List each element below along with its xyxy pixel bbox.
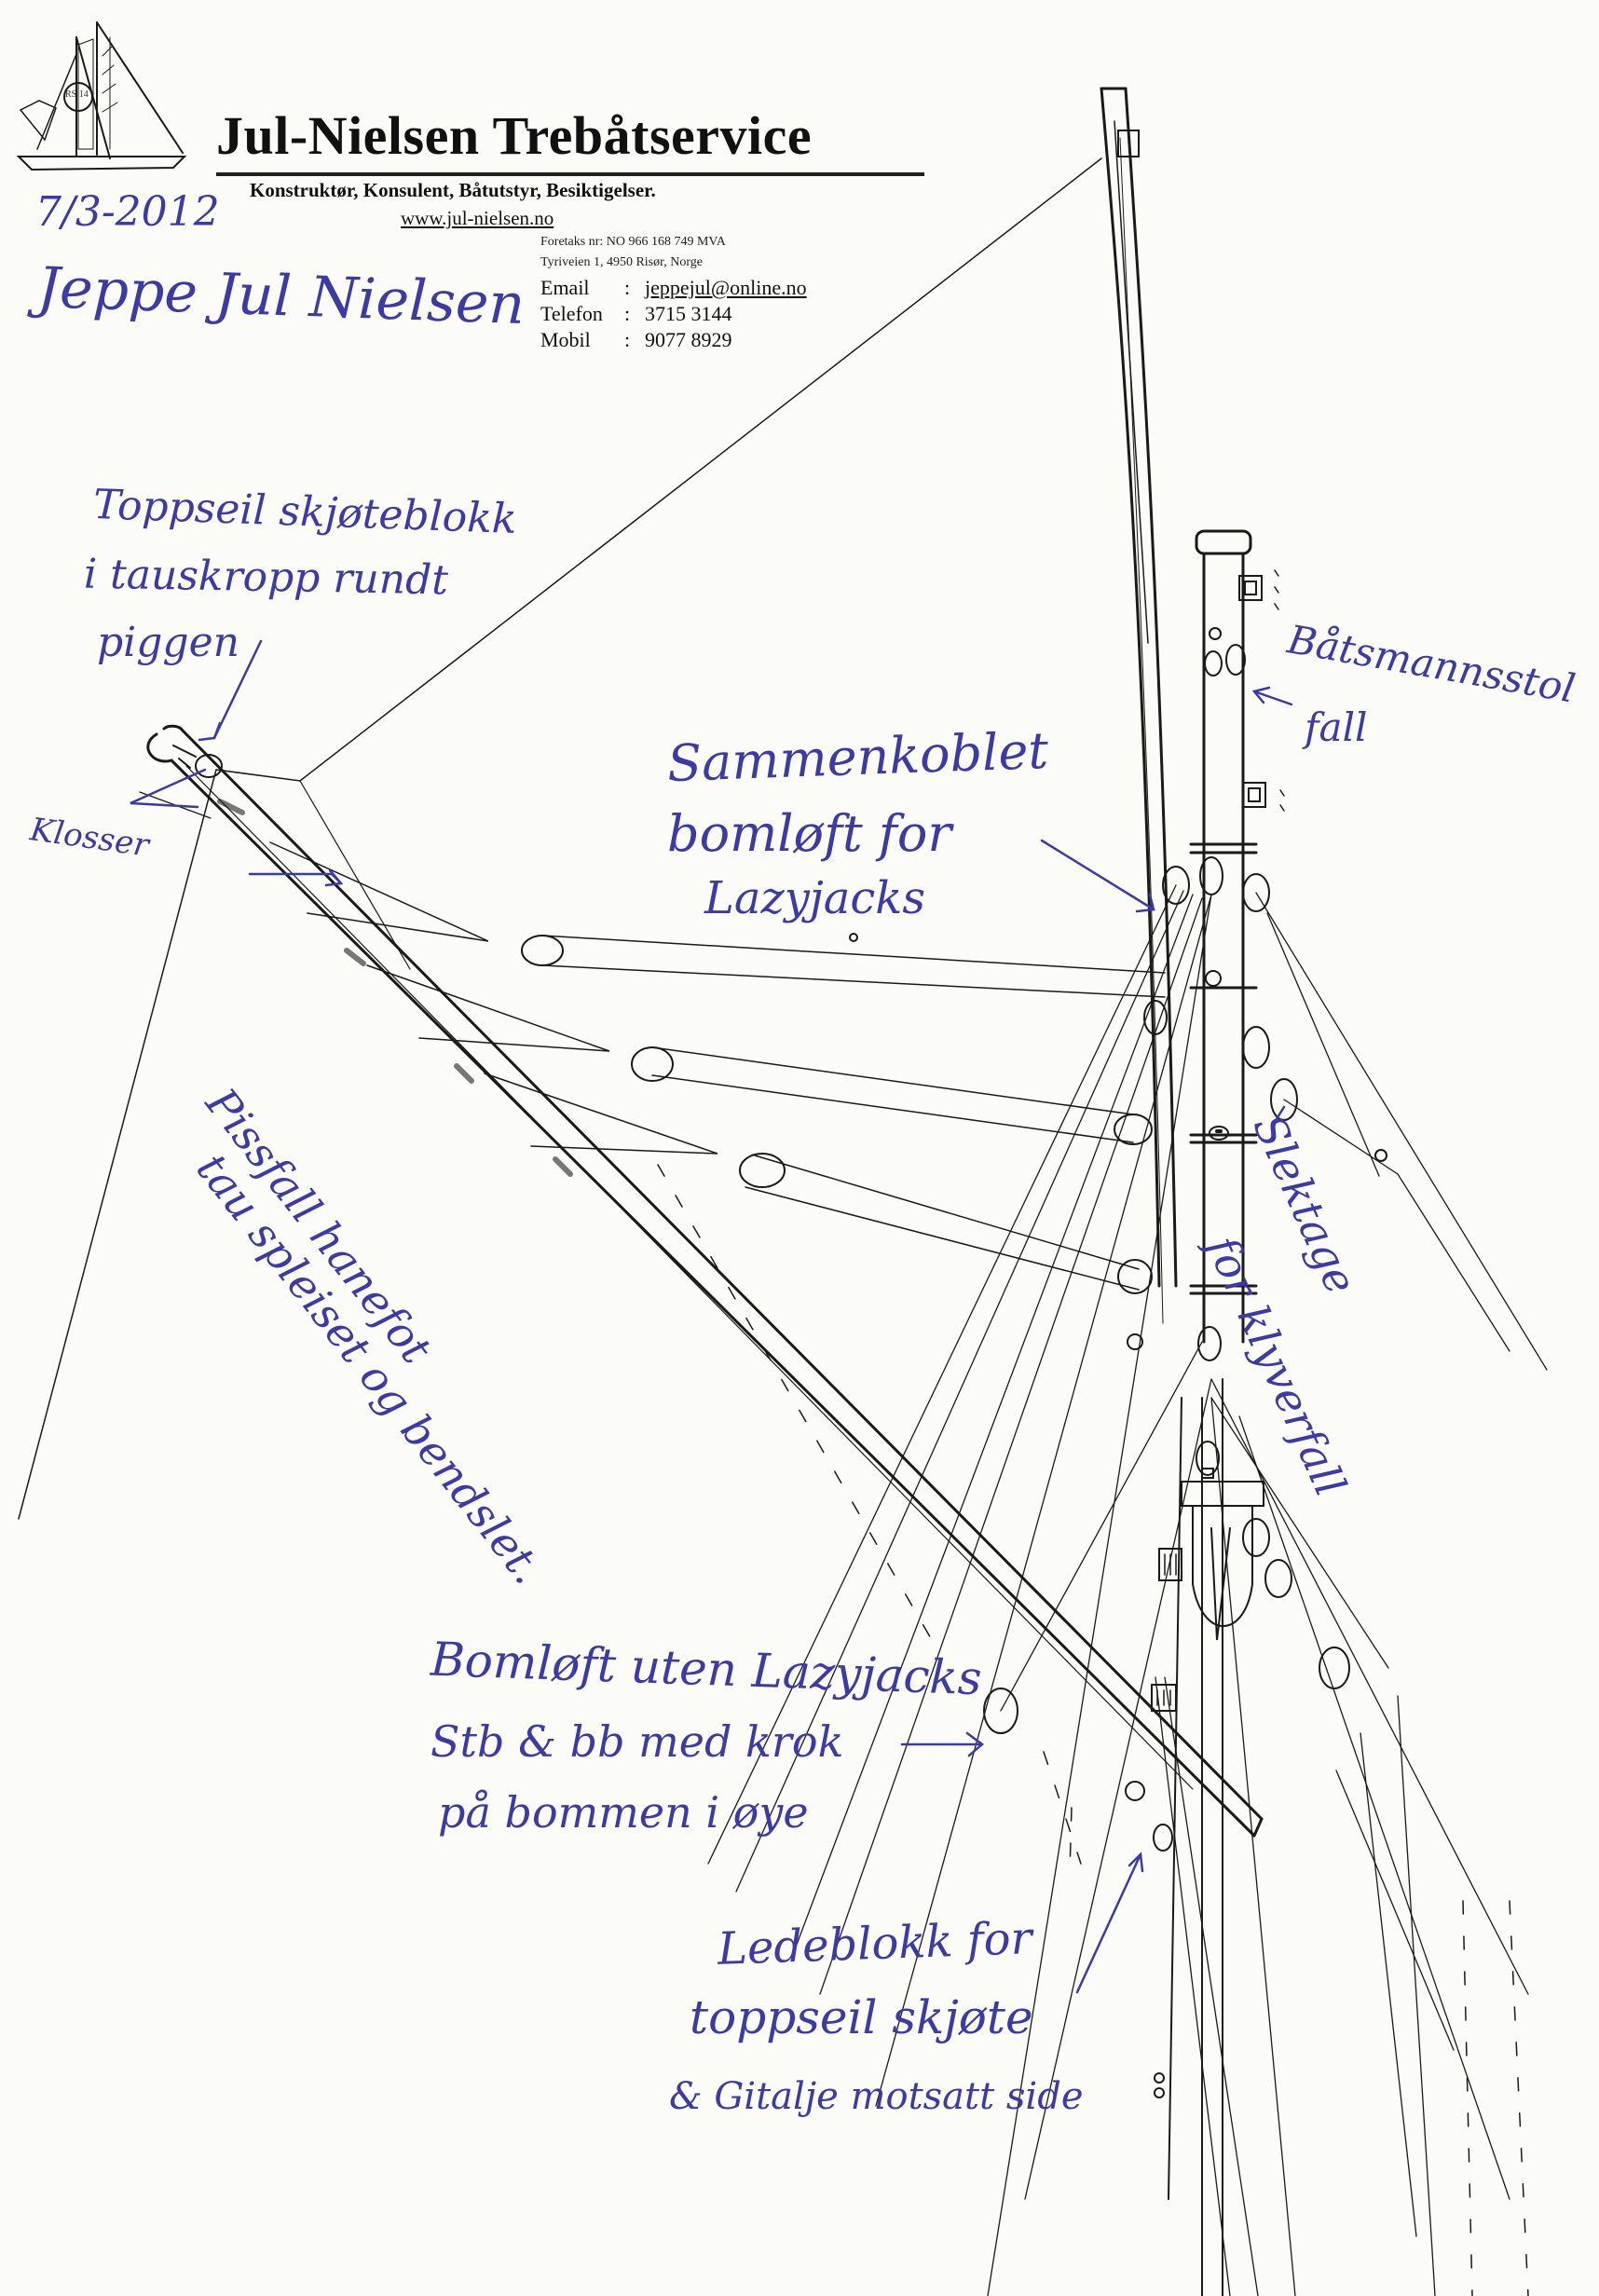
- note-topsail-line3: piggen: [97, 619, 239, 666]
- gaff-spar: [146, 724, 1264, 1838]
- logo-sail-number: RS 14: [65, 89, 89, 100]
- note-sammenkoblet-line1: Sammenkoblet: [666, 720, 1050, 794]
- handwritten-signature: Jeppe Jul Nielsen: [35, 254, 526, 338]
- company-name: Jul-Nielsen Trebåtservice: [216, 105, 813, 166]
- logo-sailboat-icon: [16, 21, 187, 171]
- handwritten-date: 7/3-2012: [35, 188, 220, 236]
- main-mast: [1151, 529, 1285, 2296]
- website-link[interactable]: www.jul-nielsen.no: [401, 207, 554, 229]
- note-bomloft-line3: på bommen i øye: [438, 1787, 809, 1838]
- shrouds-and-lines: [707, 884, 1548, 2296]
- email-link[interactable]: jeppejul@online.no: [645, 276, 807, 299]
- contact-mobile: Mobil:9077 8929: [540, 328, 732, 351]
- note-ledeblokk-line3: & Gitalje motsatt side: [669, 2075, 1084, 2118]
- contact-phone: Telefon:3715 3144: [540, 302, 732, 325]
- title-rule: [216, 172, 924, 176]
- note-sammenkoblet-line2: bomløft for: [667, 804, 952, 863]
- rigging-blocks: [849, 856, 1387, 2098]
- company-subtitle: Konstruktør, Konsulent, Båtutstyr, Besik…: [250, 179, 656, 201]
- note-batsmann-line2: fall: [1305, 704, 1368, 750]
- lazyjack-battens: [269, 841, 1166, 1294]
- contact-email: Email:jeppejul@online.no: [540, 276, 807, 299]
- sail-outline: [18, 157, 1102, 1520]
- note-ledeblokk-line1: Ledeblokk for: [717, 1912, 1033, 1975]
- note-ledeblokk-line2: toppseil skjøte: [690, 1990, 1033, 2044]
- note-bomloft-line2: Stb & bb med krok: [430, 1716, 844, 1767]
- ink-arrows: [130, 639, 1293, 1994]
- address: Tyriveien 1, 4950 Risør, Norge: [540, 255, 703, 269]
- topmast: [1100, 87, 1178, 1324]
- org-number: Foretaks nr: NO 966 168 749 MVA: [540, 235, 726, 249]
- note-sammenkoblet-line3: Lazyjacks: [704, 872, 925, 924]
- dashed-lines: [657, 1164, 1529, 2296]
- note-topsail-line2: i tauskropp rundt: [83, 550, 449, 605]
